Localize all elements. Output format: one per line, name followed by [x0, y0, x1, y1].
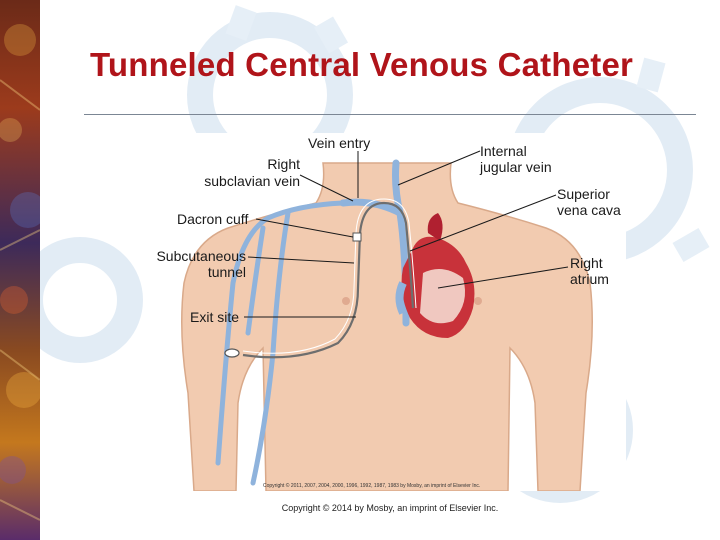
label-subcutaneous-line2: tunnel: [207, 264, 246, 280]
label-right-atrium-line2: atrium: [570, 271, 609, 287]
label-superior-vena-cava-line2: vena cava: [557, 202, 621, 218]
label-internal-jugular-line1: Internal: [480, 143, 527, 159]
torso-illustration: [181, 150, 593, 491]
decorative-side-strip: [0, 0, 40, 540]
label-superior-vena-cava-line1: Superior: [557, 186, 610, 202]
label-right-subclavian-line2: subclavian vein: [204, 173, 300, 189]
title-divider: [84, 114, 696, 115]
label-dacron-cuff: Dacron cuff: [177, 211, 249, 227]
label-right-atrium-line1: Right: [570, 255, 603, 271]
label-subcutaneous-line1: Subcutaneous: [156, 248, 246, 264]
figure-copyright: Copyright © 2011, 2007, 2004, 2000, 1996…: [263, 483, 481, 489]
catheter-anatomy-figure: Vein entry Right subclavian vein Dacron …: [148, 133, 626, 491]
abstract-pattern-graphic: [0, 24, 40, 521]
dacron-cuff-marker: [352, 232, 362, 242]
leader-lines: [244, 150, 569, 318]
catheter-hub: [224, 348, 240, 358]
label-exit-site: Exit site: [190, 309, 240, 325]
copyright-caption: Copyright © 2014 by Mosby, an imprint of…: [281, 503, 499, 513]
nipple-left: [342, 297, 350, 305]
catheter-line: [242, 198, 417, 359]
slide-title: Tunneled Central Venous Catheter: [90, 46, 634, 83]
label-internal-jugular-line2: jugular vein: [480, 159, 552, 175]
label-right-subclavian-line1: Right: [267, 156, 300, 172]
nipple-right: [474, 297, 482, 305]
label-vein-entry: Vein entry: [308, 135, 371, 151]
heart-graphic: [395, 213, 475, 338]
